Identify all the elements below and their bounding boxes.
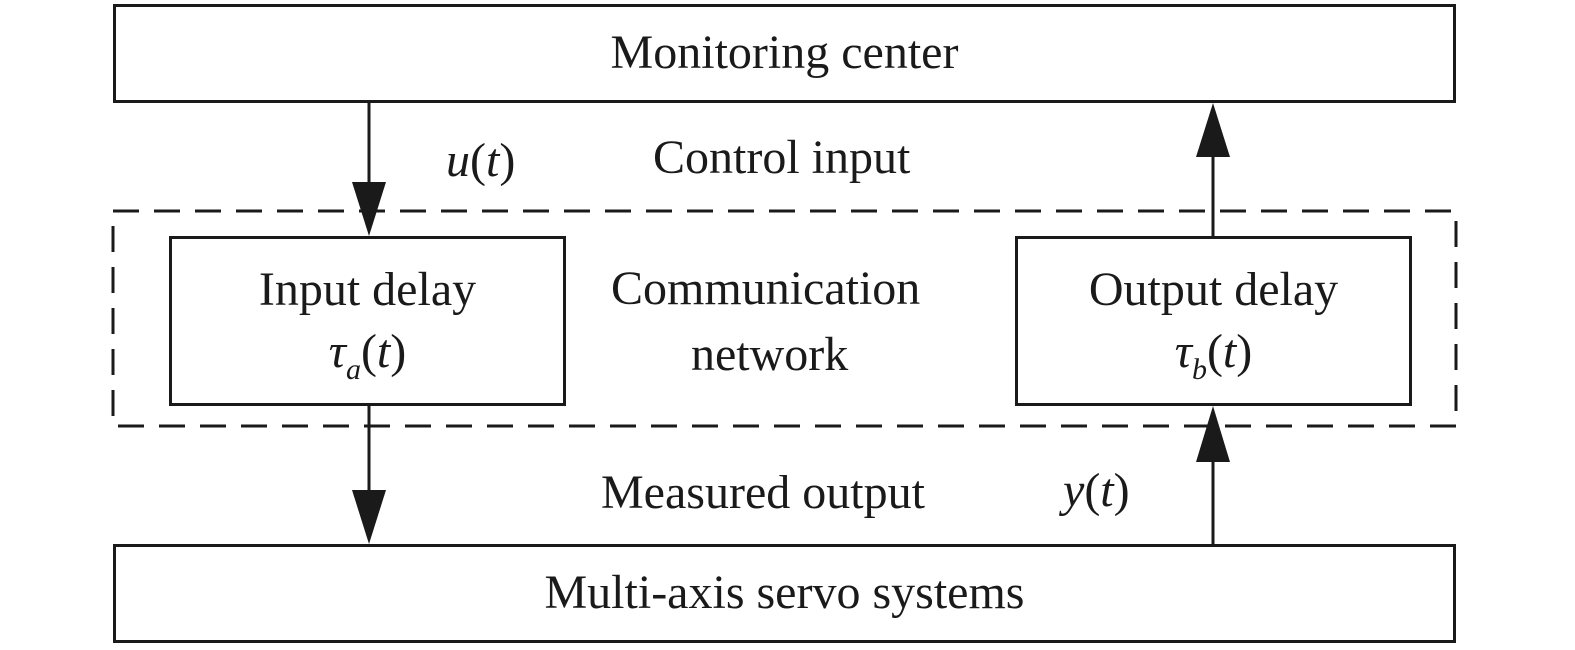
input-delay-box: Input delay τa(t) xyxy=(169,236,566,406)
communication-network-boundary xyxy=(111,209,1458,428)
input-delay-arg: t xyxy=(376,325,391,378)
arrow-monitoring-to-input-delay-head xyxy=(352,182,386,236)
output-delay-label: Output delay xyxy=(1088,262,1339,316)
control-input-signal: u(t) xyxy=(446,134,516,187)
output-delay-subscript: b xyxy=(1191,353,1207,386)
arrow-servo-to-output-delay-head xyxy=(1196,406,1230,462)
arrow-output-delay-to-monitoring-head xyxy=(1196,103,1230,157)
output-delay-symbol: τ xyxy=(1174,325,1192,378)
output-delay-arg: t xyxy=(1222,325,1237,378)
monitoring-center-box: Monitoring center xyxy=(113,4,1456,103)
output-delay-expression: τb(t) xyxy=(1174,325,1253,386)
input-delay-symbol: τ xyxy=(328,325,346,378)
input-delay-expression: τa(t) xyxy=(328,325,407,386)
output-delay-box: Output delay τb(t) xyxy=(1015,236,1412,406)
measured-output-label: Measured output xyxy=(601,466,925,519)
servo-systems-label: Multi-axis servo systems xyxy=(544,566,1025,620)
input-delay-subscript: a xyxy=(345,353,361,386)
control-input-label: Control input xyxy=(653,131,911,184)
servo-systems-box: Multi-axis servo systems xyxy=(113,544,1456,643)
input-delay-label: Input delay xyxy=(258,262,477,316)
monitoring-center-label: Monitoring center xyxy=(610,26,959,80)
arrow-input-delay-to-servo-head xyxy=(352,490,386,544)
communication-network-label-line1: Communication xyxy=(611,262,921,315)
communication-network-label-line2: network xyxy=(691,328,849,381)
measured-output-signal: y(t) xyxy=(1063,464,1130,517)
